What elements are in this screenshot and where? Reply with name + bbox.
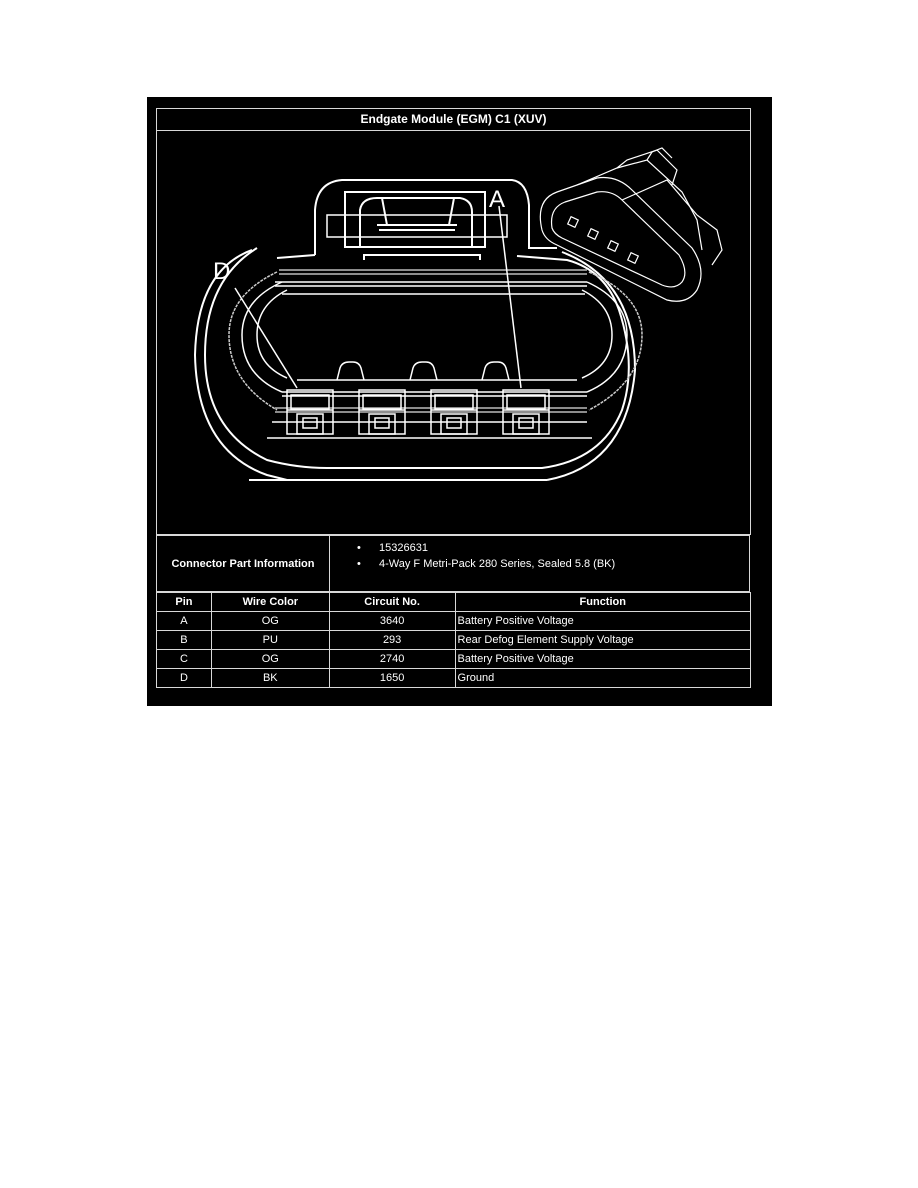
header-pin: Pin — [156, 592, 212, 612]
connector-isometric-view — [539, 147, 723, 302]
connector-title: Endgate Module (EGM) C1 (XUV) — [156, 108, 751, 131]
function-cell: Ground — [454, 668, 752, 688]
terminal-cavity-c — [358, 389, 406, 435]
pin-cell: D — [156, 668, 212, 688]
pin-label-d: D — [213, 258, 231, 285]
connector-description: 4-Way F Metri-Pack 280 Series, Sealed 5.… — [357, 556, 749, 572]
leader-line-d — [234, 287, 298, 389]
header-function: Function — [454, 592, 752, 612]
circuit-cell: 293 — [328, 630, 456, 650]
terminal-cavities — [234, 147, 723, 435]
header-wire-color: Wire Color — [210, 592, 330, 612]
function-cell: Battery Positive Voltage — [454, 611, 752, 631]
table-row: B PU 293 Rear Defog Element Supply Volta… — [156, 630, 752, 650]
pin-table-header: Pin Wire Color Circuit No. Function — [156, 592, 752, 612]
terminal-cavity-b — [430, 389, 478, 435]
wire-color-cell: OG — [210, 649, 330, 669]
circuit-cell: 3640 — [328, 611, 456, 631]
pin-cell: B — [156, 630, 212, 650]
circuit-cell: 2740 — [328, 649, 456, 669]
table-row: A OG 3640 Battery Positive Voltage — [156, 611, 752, 631]
connector-part-information-row: Connector Part Information 15326631 4-Wa… — [156, 535, 751, 592]
connector-part-information-label: Connector Part Information — [156, 535, 330, 592]
connector-table: Endgate Module (EGM) C1 (XUV) — [156, 108, 752, 692]
leader-line-a — [498, 205, 522, 389]
connector-face-illustration — [193, 179, 643, 481]
connector-part-information-values: 15326631 4-Way F Metri-Pack 280 Series, … — [329, 535, 750, 592]
wire-color-cell: BK — [210, 668, 330, 688]
header-circuit-no: Circuit No. — [328, 592, 456, 612]
part-number: 15326631 — [357, 540, 749, 556]
pin-label-a: A — [489, 186, 506, 213]
table-row: D BK 1650 Ground — [156, 668, 752, 688]
circuit-cell: 1650 — [328, 668, 456, 688]
connector-diagram: D A — [156, 130, 751, 535]
function-cell: Battery Positive Voltage — [454, 649, 752, 669]
wire-color-cell: PU — [210, 630, 330, 650]
function-cell: Rear Defog Element Supply Voltage — [454, 630, 752, 650]
pin-table: Pin Wire Color Circuit No. Function A OG… — [156, 592, 752, 688]
wire-color-cell: OG — [210, 611, 330, 631]
connector-document-frame: Endgate Module (EGM) C1 (XUV) — [147, 97, 772, 706]
table-row: C OG 2740 Battery Positive Voltage — [156, 649, 752, 669]
terminal-cavity-a — [502, 389, 550, 435]
pin-cell: C — [156, 649, 212, 669]
pin-cell: A — [156, 611, 212, 631]
terminal-cavity-d — [286, 389, 334, 435]
